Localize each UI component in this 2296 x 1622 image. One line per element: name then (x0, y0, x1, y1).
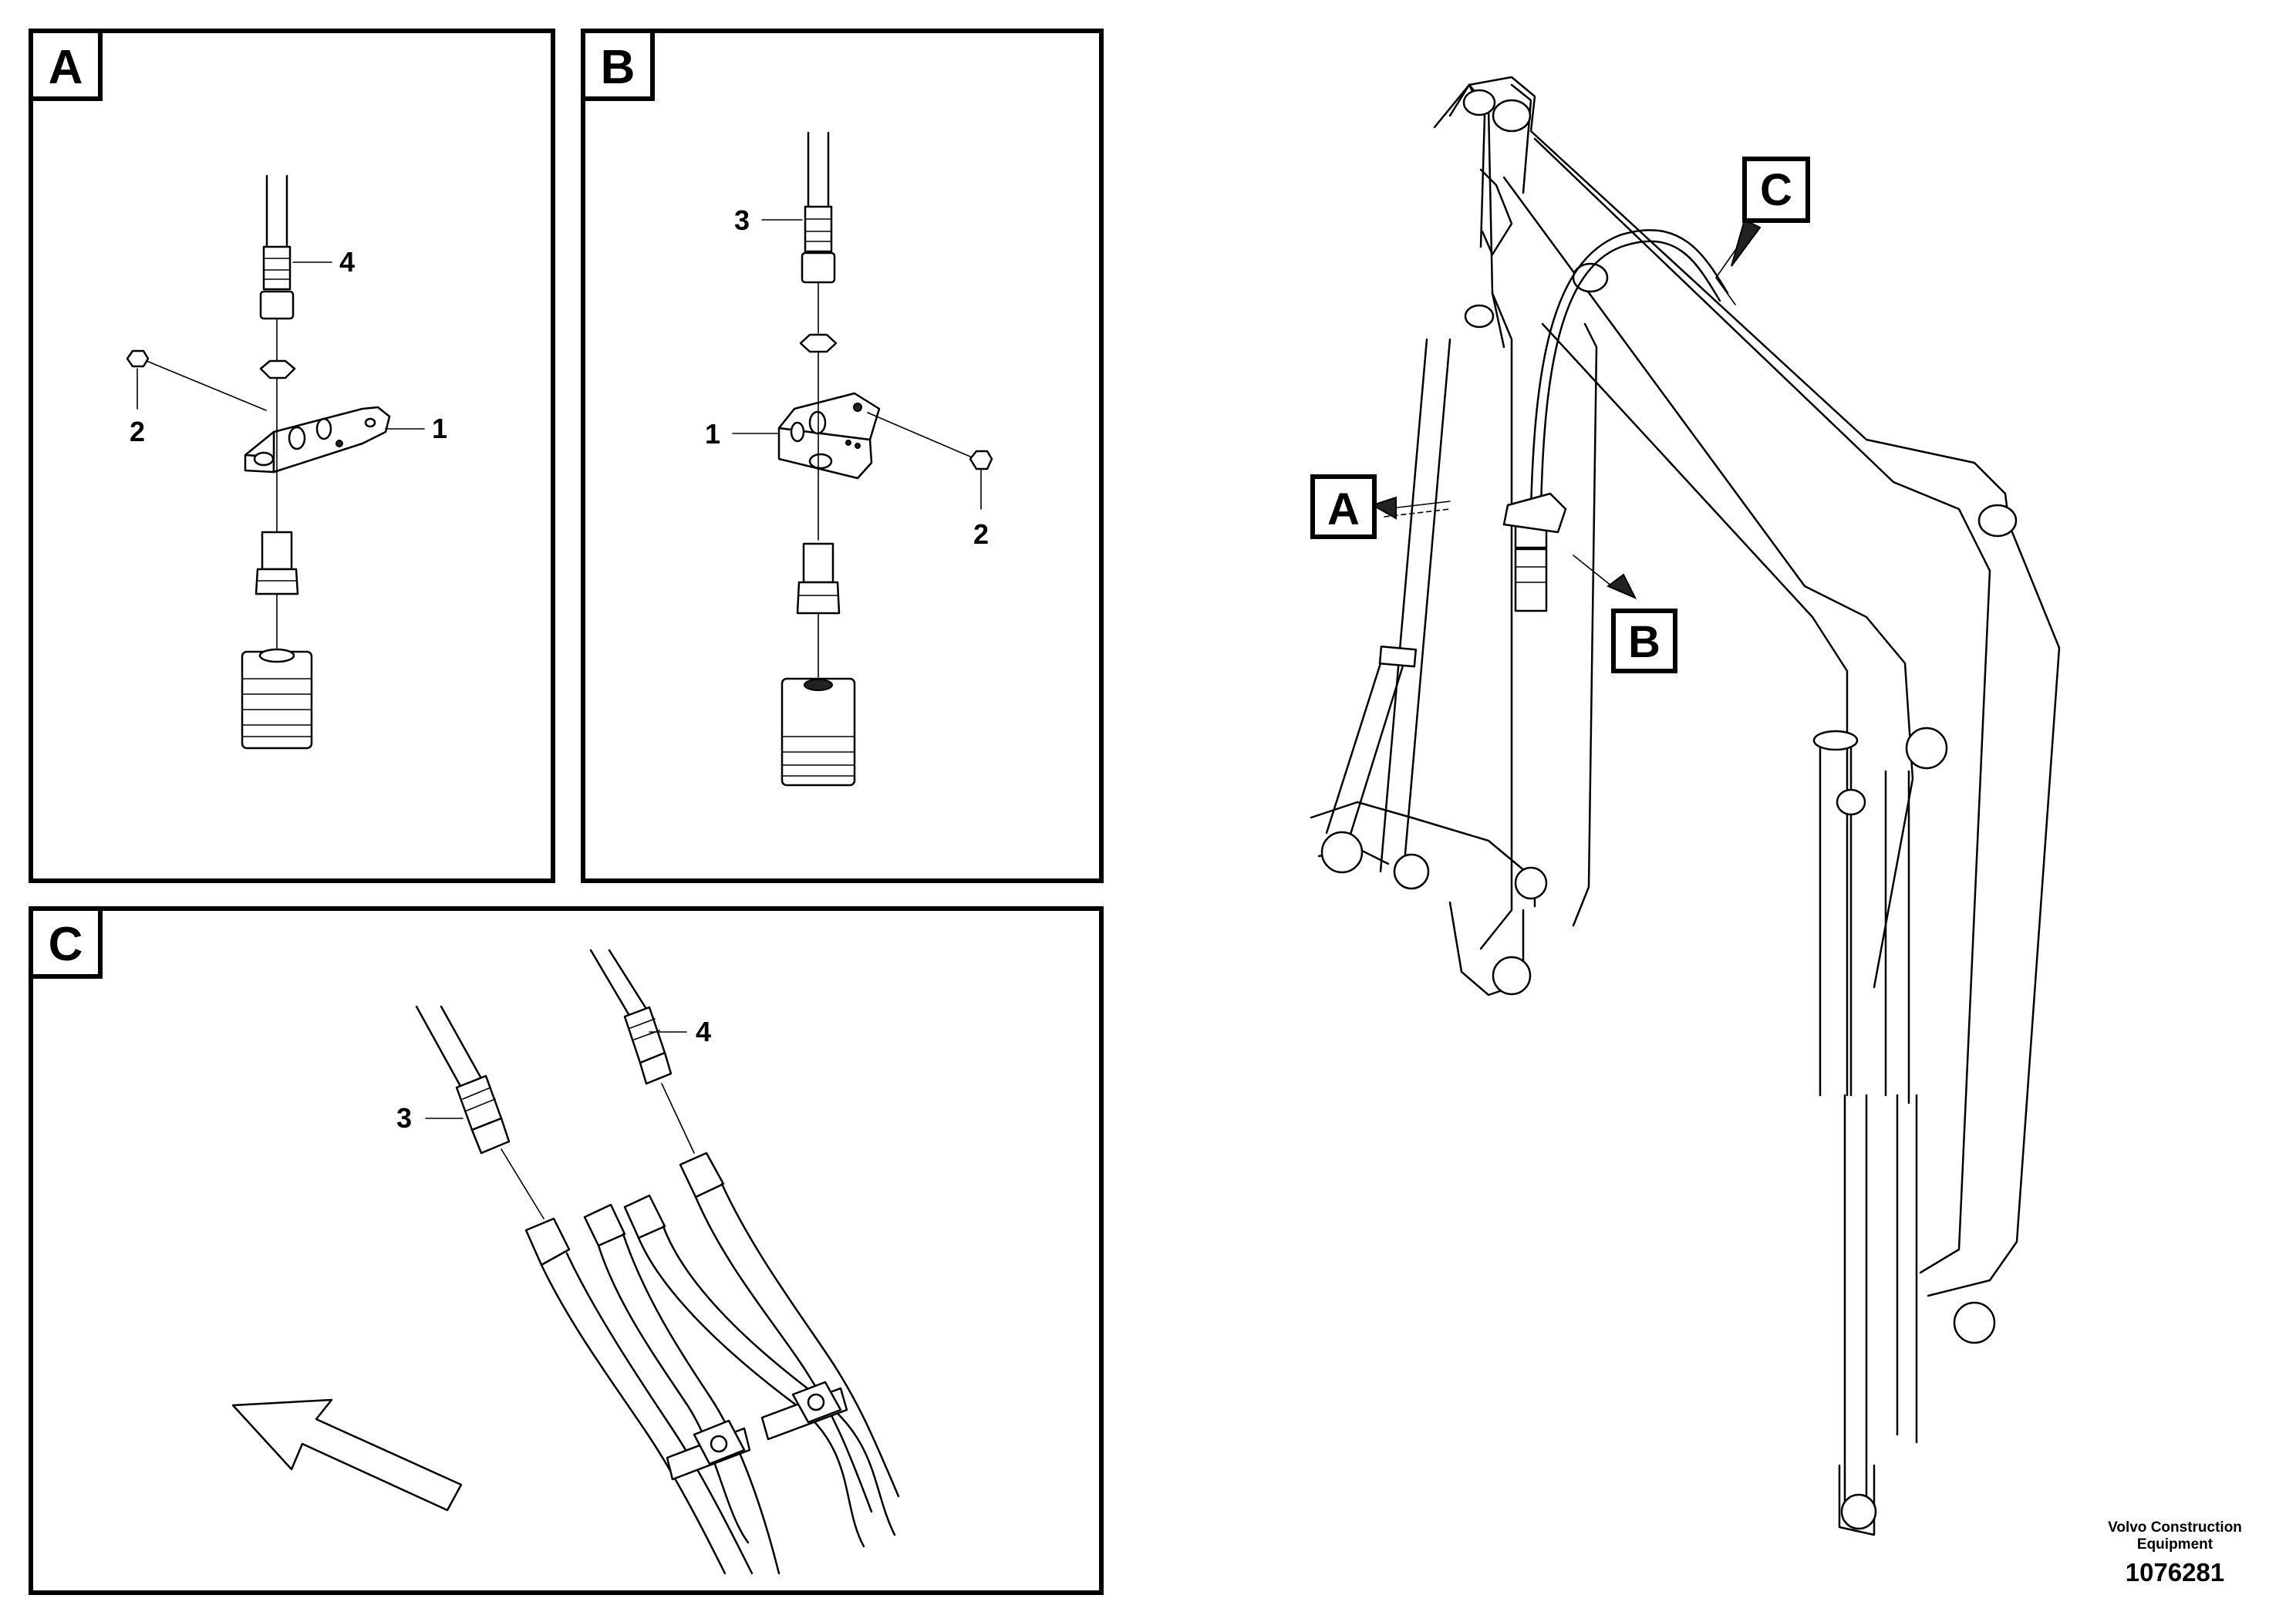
callout-a-1: 1 (432, 413, 447, 444)
callout-c-4: 4 (696, 1016, 711, 1047)
pipe-fittings (524, 1152, 725, 1266)
panel-c-frame (29, 906, 1104, 1595)
quick-coupler-a (241, 648, 313, 750)
quick-coupler-b (781, 677, 856, 787)
overview-tag-b: B (1611, 609, 1677, 673)
hose-assembly-b (801, 131, 836, 334)
svg-text:C: C (1760, 165, 1792, 215)
screw-a (126, 349, 267, 411)
mounting-bracket-a (244, 406, 391, 474)
pipe-clamp-upper (760, 1381, 848, 1441)
hex-nut-a (259, 359, 296, 379)
screw-b (867, 412, 993, 470)
callout-a-2: 2 (130, 416, 145, 447)
hose-end-3 (415, 1005, 544, 1219)
document-number: 1076281 (2125, 1558, 2225, 1587)
hex-nut-b (799, 333, 838, 353)
callout-c-3: 3 (396, 1102, 412, 1134)
panel-b-frame (581, 29, 1104, 883)
panel-b-tag-box (581, 29, 655, 101)
overview-tag-a: A (1310, 474, 1377, 539)
callout-a-4: 4 (339, 246, 355, 278)
panel-c-tag-box (29, 906, 103, 979)
brand-line-2: Equipment (2136, 1536, 2213, 1553)
detail-panel-c: C (29, 906, 1104, 1595)
overview-tag-c: C (1742, 157, 1810, 223)
callout-b-2: 2 (973, 518, 989, 550)
svg-text:A: A (1327, 484, 1360, 534)
pipe-clamp-lower (666, 1419, 751, 1481)
callout-b-3: 3 (734, 204, 750, 236)
hose-end-4 (589, 949, 695, 1154)
direction-arrow-icon (231, 1398, 463, 1512)
callout-b-1: 1 (705, 418, 720, 450)
panel-a-tag: A (49, 41, 83, 94)
hose-routing (1529, 229, 1729, 511)
panel-a-tag-box (29, 29, 103, 101)
detail-panel-a: A (29, 29, 555, 883)
detail-panel-b: B (581, 29, 1104, 883)
hose-assembly-a (259, 174, 295, 363)
adapter-a (255, 531, 299, 649)
mounting-bracket-b (777, 392, 881, 480)
panel-a-frame (29, 29, 555, 883)
arm-overview-illustration (1310, 76, 2061, 1536)
pipe-bundle (540, 1182, 900, 1575)
brand-line-1: Volvo Construction (2108, 1519, 2242, 1536)
svg-text:B: B (1628, 617, 1660, 667)
adapter-b (796, 542, 841, 678)
footer-block: Volvo Construction Equipment 1076281 (2082, 1519, 2267, 1587)
panel-b-tag: B (601, 41, 636, 94)
panel-c-tag: C (49, 918, 83, 971)
